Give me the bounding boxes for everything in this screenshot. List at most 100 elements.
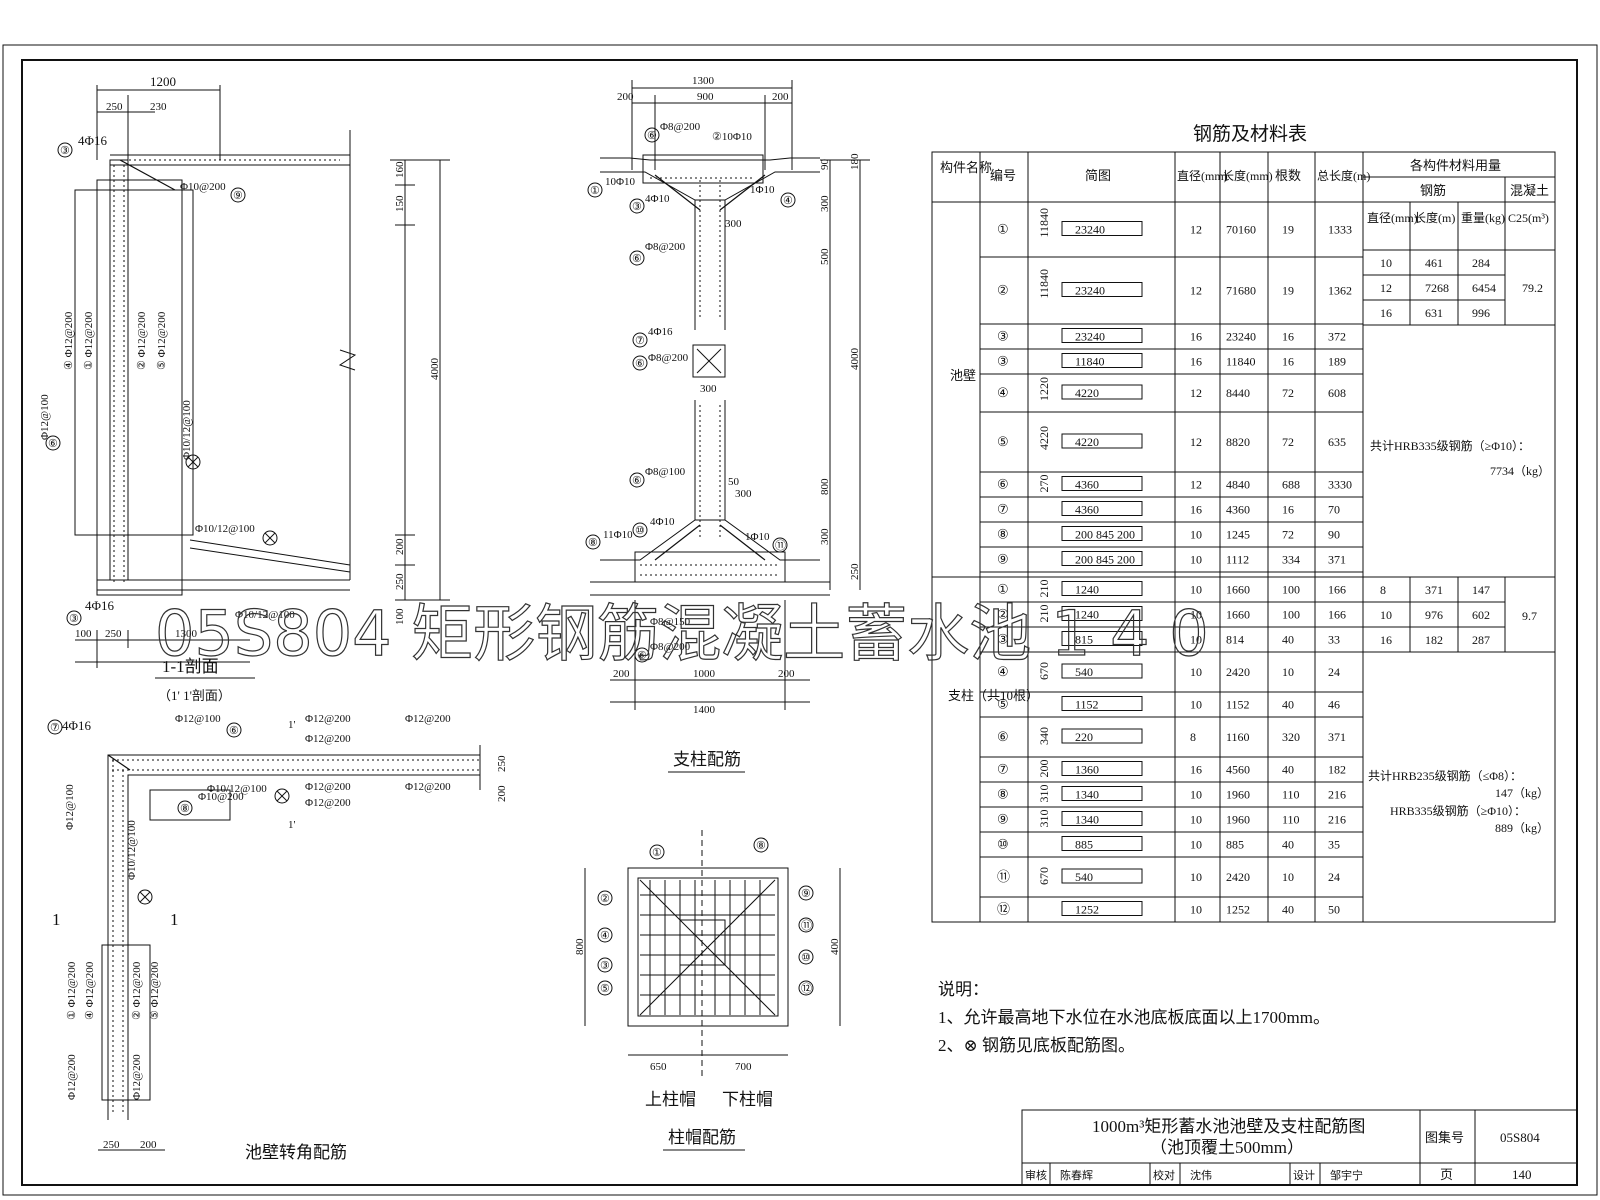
row-count: 40 (1282, 903, 1294, 917)
row-no: ⑨ (997, 552, 1009, 567)
svg-text:重量(kg): 重量(kg) (1461, 211, 1505, 225)
svg-text:①: ① (590, 185, 600, 197)
row-no: ③ (997, 329, 1009, 344)
row-total: 24 (1328, 665, 1340, 679)
column-detail: 1300 200 900 200 Φ8@200 ⑥ ②10Φ10 ① 10Φ10… (585, 75, 870, 773)
row-shape-side: 670 (1037, 662, 1051, 680)
svg-text:Φ10@200: Φ10@200 (180, 181, 226, 193)
svg-text:4Φ16: 4Φ16 (62, 718, 92, 733)
corner-title: 池壁转角配筋 (245, 1143, 347, 1162)
svg-text:⑨: ⑨ (801, 888, 811, 900)
mat-wt: 6454 (1472, 281, 1496, 295)
svg-text:300: 300 (725, 218, 742, 230)
svg-text:300: 300 (735, 488, 752, 500)
svg-text:4Φ16: 4Φ16 (648, 326, 673, 338)
svg-text:1400: 1400 (693, 704, 716, 716)
row-len: 1960 (1226, 813, 1250, 827)
svg-text:4Φ16: 4Φ16 (85, 598, 115, 613)
row-count: 688 (1282, 478, 1300, 492)
svg-text:250: 250 (394, 573, 406, 590)
row-count: 110 (1282, 813, 1300, 827)
row-len: 1252 (1226, 903, 1250, 917)
row-dia: 12 (1190, 435, 1202, 449)
row-shape-side: 270 (1037, 475, 1051, 493)
svg-text:混凝土: 混凝土 (1510, 183, 1549, 198)
svg-text:1Φ10: 1Φ10 (745, 531, 770, 543)
svg-text:⑥: ⑥ (637, 650, 647, 662)
row-shape: 1340 (1075, 813, 1099, 827)
row-count: 19 (1282, 284, 1294, 298)
svg-text:直径(mm): 直径(mm) (1367, 211, 1418, 225)
row-total: 46 (1328, 698, 1340, 712)
svg-text:各构件材料用量: 各构件材料用量 (1410, 158, 1501, 173)
row-len: 4560 (1226, 763, 1250, 777)
row-shape: 1360 (1075, 763, 1099, 777)
svg-text:共计HRB235级钢筋（≤Φ8）：: 共计HRB235级钢筋（≤Φ8）： (1368, 768, 1522, 783)
row-shape-side: 670 (1037, 867, 1051, 885)
svg-text:Φ10/12@100: Φ10/12@100 (207, 783, 267, 795)
svg-text:900: 900 (697, 91, 714, 103)
svg-text:7734（kg）: 7734（kg） (1490, 464, 1550, 478)
svg-text:校对: 校对 (1153, 1168, 1175, 1182)
tb-title-1: 1000m³矩形蓄水池池壁及支柱配筋图 (1092, 1117, 1365, 1136)
row-dia: 10 (1190, 528, 1202, 542)
svg-text:1300: 1300 (692, 75, 715, 87)
svg-text:Φ10/12@100: Φ10/12@100 (126, 820, 138, 880)
row-shape-side: 340 (1037, 727, 1051, 745)
row-len: 1152 (1226, 698, 1250, 712)
svg-text:Φ12@200: Φ12@200 (131, 1054, 143, 1100)
row-total: 90 (1328, 528, 1340, 542)
row-no: ⑧ (997, 527, 1009, 542)
tb-page-no: 140 (1512, 1167, 1532, 1182)
row-len: 1660 (1226, 608, 1250, 622)
row-count: 19 (1282, 223, 1294, 237)
svg-text:④: ④ (783, 195, 793, 207)
cap-upper-label: 上柱帽 (645, 1090, 696, 1109)
svg-text:②: ② (600, 893, 610, 905)
svg-text:HRB335级钢筋（≥Φ10）：: HRB335级钢筋（≥Φ10）： (1390, 803, 1526, 818)
row-len: 1960 (1226, 788, 1250, 802)
dim-250: 250 (106, 101, 123, 113)
svg-text:Φ12@200: Φ12@200 (305, 713, 351, 725)
row-total: 24 (1328, 870, 1340, 884)
notes-title: 说明： (938, 980, 989, 999)
cap-title: 柱帽配筋 (668, 1128, 736, 1147)
svg-text:Φ12@100: Φ12@100 (39, 394, 51, 440)
svg-text:10Φ10: 10Φ10 (605, 176, 636, 188)
row-shape-side: 11840 (1037, 269, 1051, 299)
svg-text:总长度(m): 总长度(m) (1317, 168, 1370, 183)
row-total: 1333 (1328, 223, 1352, 237)
row-dia: 8 (1190, 730, 1196, 744)
row-no: ⑦ (997, 502, 1009, 517)
svg-text:100: 100 (75, 628, 92, 640)
svg-text:根数: 根数 (1275, 168, 1301, 183)
svg-text:编号: 编号 (990, 168, 1016, 183)
notes: 说明： 1、允许最高地下水位在水池底板底面以上1700mm。 2、⊗ 钢筋见底板… (938, 980, 1330, 1055)
svg-text:4Φ10: 4Φ10 (645, 193, 670, 205)
row-no: ④ (997, 385, 1009, 400)
row-dia: 10 (1190, 903, 1202, 917)
row-count: 40 (1282, 763, 1294, 777)
row-dia: 10 (1190, 870, 1202, 884)
svg-text:Φ12@100: Φ12@100 (64, 784, 76, 830)
svg-text:Φ8@200: Φ8@200 (660, 121, 701, 133)
row-dia: 10 (1190, 665, 1202, 679)
svg-text:200: 200 (496, 785, 508, 802)
svg-text:300: 300 (700, 383, 717, 395)
svg-text:9.7: 9.7 (1522, 609, 1537, 623)
row-no: ⑥ (997, 477, 1009, 492)
row-count: 100 (1282, 608, 1300, 622)
row-total: 372 (1328, 330, 1346, 344)
svg-text:③: ③ (632, 201, 642, 213)
svg-text:⑨: ⑨ (233, 190, 243, 202)
materials-table: 钢筋及材料表 构件名称 编号 简图 直径(mm) 长度(mm) 根数 总长 (931, 123, 1556, 923)
row-total: 182 (1328, 763, 1346, 777)
row-total: 50 (1328, 903, 1340, 917)
